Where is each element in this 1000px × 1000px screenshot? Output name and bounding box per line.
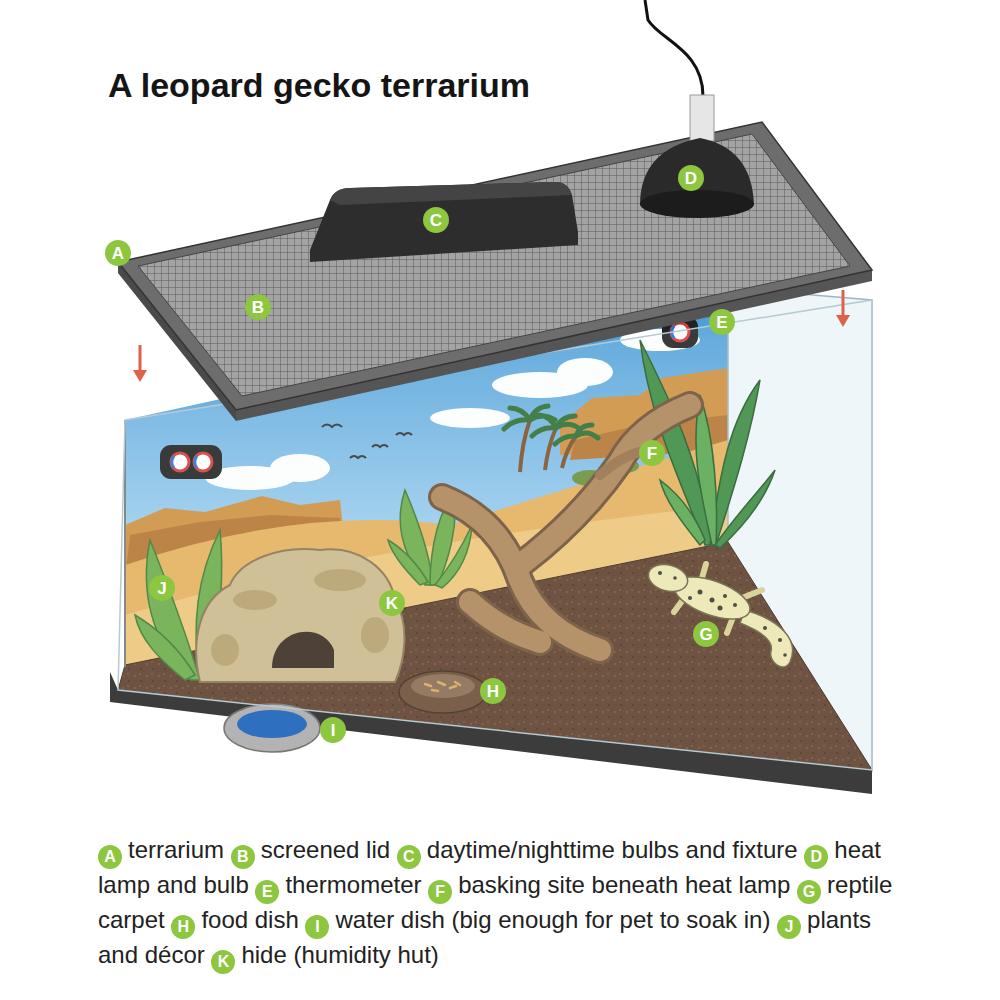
callout-circle: G (693, 621, 719, 647)
callout-letter: A (104, 849, 116, 865)
key-circle: B (231, 845, 255, 869)
key-circle: G (797, 880, 821, 904)
drop-arrows-part (836, 315, 850, 327)
key-item: Aterrarium (98, 836, 224, 863)
callout-letter: J (785, 919, 794, 935)
drop-arrows-part (133, 370, 147, 382)
callout-circle: I (320, 717, 346, 743)
key-circle: D (804, 845, 828, 869)
title-text: A leopard gecko terrarium (108, 66, 530, 105)
key-text: terrarium (128, 836, 224, 863)
light-fixture (310, 182, 578, 262)
heat-lamp (640, 0, 754, 218)
key-circle: J (777, 915, 801, 939)
key-text: water dish (big enough for pet to soak i… (335, 906, 770, 933)
drop-arrows-part (139, 345, 142, 372)
key-circle: C (397, 845, 421, 869)
callout-letter: B (237, 849, 249, 865)
callout-letter: C (403, 849, 415, 865)
heat-lamp-part (690, 95, 714, 141)
light-fixture-part (330, 182, 572, 205)
callout-circle: E (709, 309, 735, 335)
key-text: thermometer (285, 871, 421, 898)
drop-arrows-part (842, 290, 845, 317)
callout-letter: J (157, 580, 166, 597)
callout-letter: H (178, 919, 190, 935)
screened-lid-part (138, 134, 850, 396)
key-item: Hfood dish (171, 906, 298, 933)
key-item: Fbasking site beneath heat lamp (428, 871, 790, 898)
callout-letter: I (315, 919, 319, 935)
water-dish (224, 704, 320, 752)
callout-letter: C (430, 212, 442, 229)
callout-letter: A (112, 245, 124, 262)
callout-circle: J (149, 575, 175, 601)
key-circle: H (171, 915, 195, 939)
key-item: Bscreened lid (231, 836, 390, 863)
key-text: food dish (201, 906, 298, 933)
key-circle: K (211, 950, 235, 974)
key-list: Aterrarium Bscreened lid Cdaytime/nightt… (98, 834, 903, 974)
key-text: basking site beneath heat lamp (458, 871, 790, 898)
water-dish-part (224, 704, 320, 752)
callout-circle: H (480, 678, 506, 704)
key-item: Cdaytime/nighttime bulbs and fixture (397, 836, 798, 863)
key-circle: I (305, 915, 329, 939)
heat-lamp-part (645, 0, 703, 96)
screened-lid-part (118, 122, 872, 410)
key-item: Khide (humidity hut) (211, 941, 438, 968)
key-text: screened lid (261, 836, 390, 863)
key-circle: E (255, 880, 279, 904)
callout-letter: K (386, 595, 398, 612)
key-text: hide (humidity hut) (241, 941, 438, 968)
callout-circle: B (245, 294, 271, 320)
callout-letter: H (487, 683, 499, 700)
callout-circle: F (639, 440, 665, 466)
water-dish-part (237, 710, 307, 738)
callout-letter: K (218, 954, 230, 970)
callout-letter: E (716, 314, 727, 331)
heat-lamp-part (640, 190, 754, 218)
key-text: daytime/nighttime bulbs and fixture (427, 836, 798, 863)
callout-letter: F (647, 445, 657, 462)
callout-letter: D (685, 170, 697, 187)
callout-letter: B (252, 299, 264, 316)
callout-circle: A (105, 240, 131, 266)
callout-letter: I (331, 722, 336, 739)
light-fixture-part (310, 182, 578, 262)
callout-circle: C (423, 207, 449, 233)
callout-letter: E (262, 884, 273, 900)
key-item: Ethermometer (255, 871, 421, 898)
screened-lid (118, 122, 872, 421)
callout-letter: D (811, 849, 823, 865)
key-circle: A (98, 845, 122, 869)
callout-letter: F (435, 884, 445, 900)
key-item: Iwater dish (big enough for pet to soak … (305, 906, 770, 933)
callout-letter: G (803, 884, 815, 900)
callout-circle: D (678, 165, 704, 191)
callout-circle: K (379, 590, 405, 616)
drop-arrows (133, 290, 850, 382)
callout-letter: G (699, 626, 712, 643)
key-circle: F (428, 880, 452, 904)
